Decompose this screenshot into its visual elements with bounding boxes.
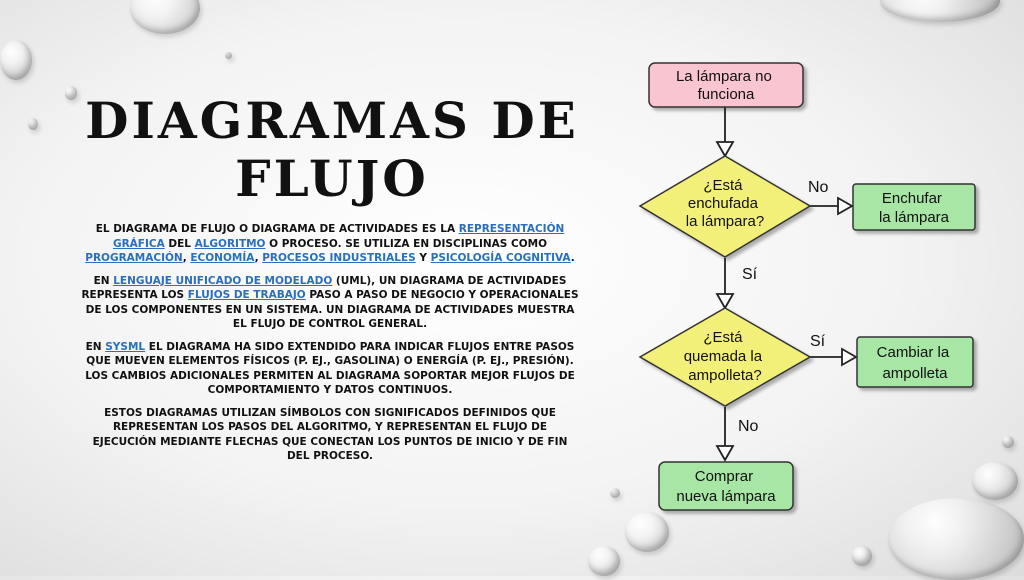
action-plug-lamp [852, 183, 976, 231]
link-flujos-de-trabajo[interactable]: flujos de trabajo [187, 289, 306, 301]
decision-2-no-label: No [738, 418, 759, 435]
action-2-label: Cambiar la ampolleta [877, 344, 954, 382]
water-drop [972, 462, 1018, 500]
text-run: el diagrama ha sido extendido para indic… [85, 340, 575, 397]
text-run: , [254, 252, 263, 264]
link-representacion-grafica[interactable]: representación gráfica [112, 223, 565, 250]
decision-lamp-plugged [638, 155, 812, 258]
water-drop [880, 0, 1000, 22]
paragraph-1: El diagrama de flujo o diagrama de activ… [80, 222, 580, 266]
water-drop [225, 52, 232, 59]
link-uml[interactable]: Lenguaje Unificado de Modelado [113, 274, 333, 287]
start-label: La lámpara no funciona [676, 68, 776, 103]
title-line-2: flujo [235, 149, 429, 208]
body-text: El diagrama de flujo o diagrama de activ… [80, 222, 580, 472]
decision-2-yes-label: Sí [810, 333, 826, 350]
start-terminal [648, 62, 804, 108]
arrow-head [837, 196, 854, 216]
text-run: y [415, 252, 431, 264]
text-run: , [182, 252, 191, 264]
decision-2-label: ¿Está quemada la ampolleta? [684, 329, 767, 384]
water-drop [852, 546, 872, 566]
text-run: (UML), un diagrama de actividades repres… [81, 274, 567, 302]
text-run: . [570, 252, 575, 264]
link-economia[interactable]: economía [190, 252, 255, 264]
title-line-1: Diagramas de [85, 91, 579, 150]
decision-1-no-label: No [808, 179, 829, 196]
end-terminal [658, 461, 794, 511]
water-drop [888, 498, 1024, 580]
arrow-head [715, 293, 735, 310]
arrow-head [841, 347, 858, 367]
text-run: del [164, 237, 195, 250]
water-drop [610, 488, 620, 498]
text-run: En [93, 274, 114, 287]
link-procesos-industriales[interactable]: procesos industriales [262, 252, 416, 264]
water-drop [0, 40, 32, 80]
arrow-head [715, 141, 735, 158]
water-drop [65, 86, 77, 100]
paragraph-4: Estos diagramas utilizan símbolos con si… [92, 406, 568, 463]
connectors [715, 106, 858, 462]
water-drop [588, 546, 620, 576]
text-run: paso a paso de negocio y operacionales d… [85, 289, 579, 330]
water-drop [28, 118, 38, 130]
decision-1-yes-label: Sí [742, 266, 758, 283]
paragraph-3: En SysML el diagrama ha sido extendido p… [80, 340, 580, 398]
decision-1-label: ¿Está enchufada la lámpara? [686, 177, 764, 230]
link-algoritmo[interactable]: algoritmo [194, 237, 266, 250]
end-label: Comprar nueva lámpara [676, 468, 776, 505]
text-run: o proceso. Se utiliza en disciplinas com… [265, 237, 548, 250]
arrow-head [715, 445, 735, 462]
link-psicologia-cognitiva[interactable]: psicología cognitiva [430, 252, 571, 264]
decision-bulb-burned [638, 307, 812, 407]
text-run: El diagrama de flujo o diagrama de activ… [95, 223, 459, 235]
paragraph-2: En Lenguaje Unificado de Modelado (UML),… [80, 274, 580, 332]
water-drop [1002, 436, 1014, 448]
slide-title: Diagramas de flujo [82, 92, 582, 208]
water-drop [625, 512, 669, 552]
action-1-label: Enchufar la lámpara [879, 190, 950, 226]
action-replace-bulb [856, 336, 974, 388]
text-run: En [85, 340, 106, 353]
link-programacion[interactable]: programación [85, 252, 183, 264]
link-sysml[interactable]: SysML [105, 340, 146, 353]
